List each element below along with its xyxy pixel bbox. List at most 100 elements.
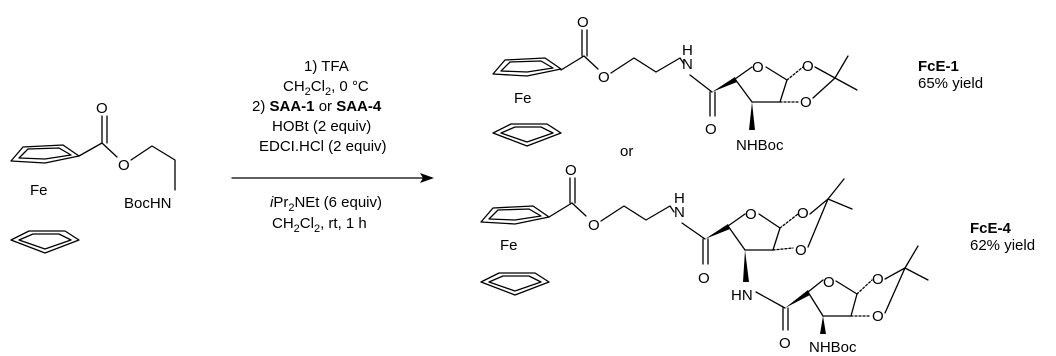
carbonyl-double-bond [569,177,576,204]
ester-oxygen: O [118,157,130,174]
dioxolane-bond [884,267,906,314]
ethylene-linker [610,57,685,74]
condition-hobt: HOBt (2 equiv) [272,118,371,135]
dioxolane-bond [884,267,906,280]
wedge-bond [743,250,749,282]
hn-label: HN [731,287,753,304]
ring-bond [727,213,746,227]
carbonyl-oxygen: O [96,100,108,117]
iron-label: Fe [500,237,518,254]
furanose-oxygen: O [745,206,757,223]
ethylene-linker [130,145,176,191]
dioxolane-oxygen: O [872,308,884,325]
reaction-conditions: 1) TFA CH2Cl2, 0 °C 2) SAA-1 or SAA-4 HO… [231,58,434,235]
wedge-bond [712,77,737,92]
ring-bond [765,66,788,81]
wedge-bond [705,224,730,239]
iron-label: Fe [514,90,532,107]
condition-step2: 2) SAA-1 or SAA-4 [252,98,382,115]
reaction-arrow-head [420,173,434,183]
starting-material: Fe O O BocHN [10,100,176,254]
yield-label: 65% yield [918,75,983,92]
ring-to-carbonyl-bond [548,202,573,218]
iron-label: Fe [30,182,48,199]
cyclopentadienyl-ring-bottom [492,123,562,147]
amide-carbonyl-double-bond [709,91,716,117]
hashed-bond [779,213,799,229]
boc-amine-label: BocHN [124,195,172,212]
amide-hydrogen: H [682,42,693,59]
carbonyl-double-bond [101,115,108,144]
dioxolane-oxygen: O [800,94,812,111]
dioxolane-bond [814,66,836,79]
dioxolane-oxygen: O [795,242,807,259]
carbonyl-double-bond [581,29,588,57]
ring-bond [758,213,781,229]
product-fce-1: Fe O O N H O O O O NHBoc FcE-1 65% yield [492,14,983,154]
condition-base: iPr2NEt (6 equiv) [270,194,382,214]
amide-carbonyl-oxygen: O [779,335,791,352]
ester-bond [101,142,118,158]
hashed-bond [786,66,804,81]
ring-to-carbonyl-bond [78,142,103,157]
amide-nitrogen: N [674,204,685,221]
dioxolane-bond [812,77,836,99]
furanose-oxygen: O [823,274,835,291]
amide-hydrogen: H [674,190,685,207]
compound-label: FcE-1 [918,58,959,75]
carbonyl-oxygen: O [577,14,589,31]
wedge-bond [785,290,810,308]
cyclopentadienyl-ring-bottom [10,230,80,254]
amide-carbonyl-oxygen: O [705,121,717,138]
wedge-bond [820,316,826,334]
furanose-oxygen: O [752,59,764,76]
ring-bond [835,280,858,295]
condition-solvent-1: CH2Cl2, 0 °C [283,78,369,98]
hn-to-amide-carbon [755,291,786,309]
product-fce-4: Fe O O N H O O O O HN O O [480,162,1035,356]
amide-carbonyl-double-bond [702,238,709,265]
condition-edci: EDCI.HCl (2 equiv) [259,138,387,155]
amide-carbonyl-oxygen: O [698,270,710,287]
gem-dimethyl [834,55,858,91]
gem-dimethyl [904,245,929,281]
gem-dimethyl [827,178,853,210]
ring-bond [807,291,824,317]
or-label: or [620,143,633,160]
ring-bond [734,78,753,103]
cyclopentadienyl-ring-top [480,205,550,225]
n-to-amide-carbon [681,222,706,240]
dioxolane-oxygen: O [872,271,884,288]
ring-bond [734,66,753,80]
cyclopentadienyl-ring-top [10,144,80,164]
ester-oxygen: O [598,69,610,86]
amide-nitrogen: N [682,56,693,73]
cyclopentadienyl-ring-top [492,57,562,77]
n-to-amide-carbon [689,74,713,93]
ring-bond [772,227,781,251]
dioxolane-oxygen: O [802,58,814,75]
condition-step1: 1) TFA [304,58,349,75]
ester-oxygen: O [588,217,600,234]
amide-carbonyl-double-bond [782,307,789,331]
ester-bond [583,55,599,70]
carbonyl-oxygen: O [565,162,577,179]
ring-to-carbonyl-bond [560,55,585,71]
dioxolane-bond [809,198,829,215]
nhboc-group: NHBoc [809,339,857,356]
dioxolane-bond [807,198,829,248]
cyclopentadienyl-ring-bottom [480,272,550,296]
yield-label: 62% yield [970,237,1035,254]
ring-bond [850,293,858,317]
ester-bond [571,202,587,217]
compound-label: FcE-4 [970,220,1012,237]
hashed-bond [772,247,794,251]
ring-bond [779,79,788,103]
hashed-bond [856,279,873,295]
ethylene-linker [600,205,675,222]
wedge-bond [749,102,755,130]
ring-bond [807,279,824,293]
condition-solvent-2: CH2Cl2, rt, 1 h [272,215,367,235]
